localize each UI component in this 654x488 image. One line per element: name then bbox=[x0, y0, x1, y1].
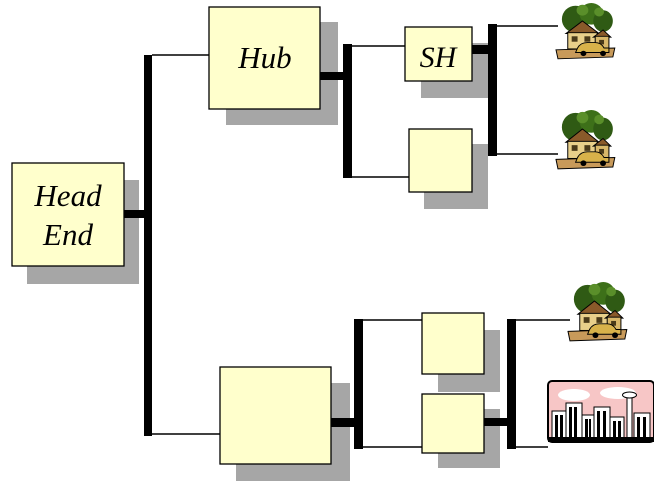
house-clipart-icon bbox=[555, 109, 616, 170]
lower-hub-box bbox=[219, 366, 332, 465]
sh-node: SH bbox=[404, 26, 473, 82]
sh-bus bbox=[488, 24, 497, 156]
lower-right-connector bbox=[484, 418, 510, 426]
hub-connector bbox=[320, 72, 347, 80]
hub-box bbox=[208, 6, 321, 110]
head-end-label-line1: Head bbox=[33, 178, 102, 213]
head-end-connector bbox=[123, 210, 145, 218]
head-end-node: Head End bbox=[11, 162, 125, 267]
lower-top-box bbox=[421, 312, 485, 375]
head-end-bus bbox=[144, 55, 152, 436]
house-clipart-icon bbox=[555, 2, 616, 60]
sh-connector bbox=[472, 45, 492, 54]
sh-label: SH bbox=[420, 41, 459, 74]
head-end-label-line2: End bbox=[42, 217, 93, 252]
house-clipart-icon bbox=[567, 281, 628, 342]
sh-box bbox=[404, 26, 473, 82]
hub-label: Hub bbox=[237, 40, 291, 75]
hub-node: Hub bbox=[208, 6, 321, 110]
lower-hub-bus bbox=[354, 319, 363, 449]
lower-hub-connector bbox=[331, 418, 358, 427]
lower-right-bus bbox=[507, 319, 516, 449]
city-skyline-clipart-icon bbox=[547, 380, 654, 443]
head-end-box bbox=[11, 162, 125, 267]
hub-bus bbox=[343, 44, 352, 178]
lower-bottom-box bbox=[421, 393, 485, 454]
upper-empty-box bbox=[408, 128, 473, 193]
